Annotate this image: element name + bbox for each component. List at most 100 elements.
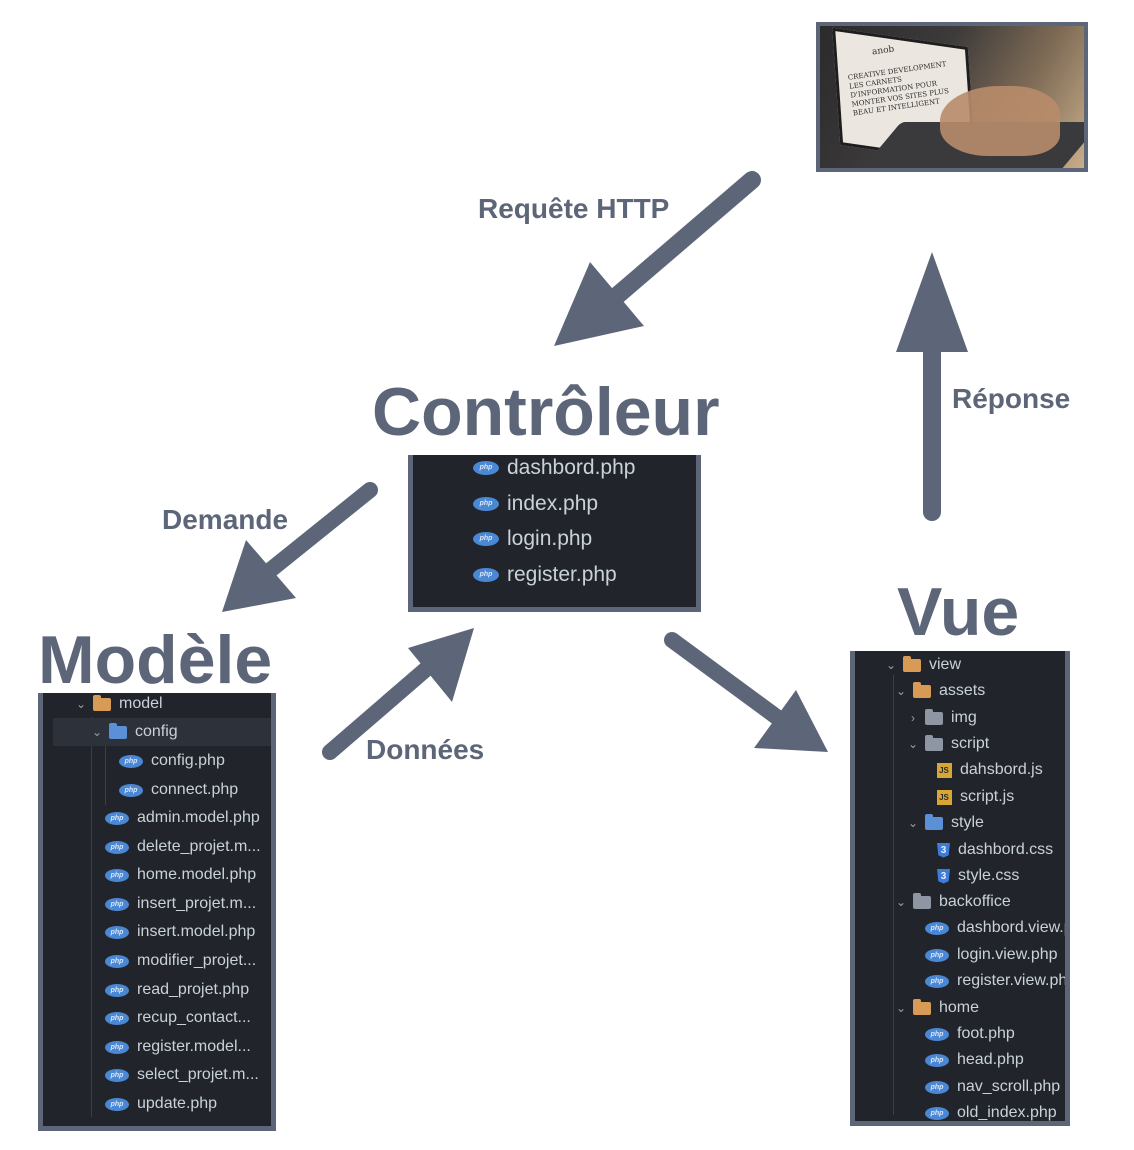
js-icon: JS (937, 789, 952, 805)
demande-arrow (222, 482, 378, 612)
vue-heading: Vue (897, 574, 1020, 650)
folder-name: script (951, 735, 990, 752)
file-item[interactable]: php nav_scroll.php (925, 1076, 1060, 1098)
folder-icon (913, 892, 931, 909)
file-item[interactable]: php recup_contact... (105, 1007, 251, 1029)
php-icon: php (473, 497, 499, 511)
tree-folder[interactable]: ⌄ home (895, 997, 979, 1019)
file-item[interactable]: php delete_projet.m... (105, 836, 261, 858)
file-item[interactable]: JS dahsbord.js (937, 759, 1043, 781)
folder-config-icon (109, 722, 127, 739)
file-item[interactable]: php insert.model.php (105, 921, 255, 943)
tree-folder[interactable]: ⌄ view (885, 654, 961, 676)
file-item[interactable]: php foot.php (925, 1023, 1015, 1045)
modele-heading: Modèle (38, 622, 273, 698)
file-item[interactable]: php update.php (105, 1093, 217, 1115)
php-icon: php (105, 1068, 129, 1082)
php-icon: php (925, 921, 949, 935)
folder-name: home (939, 999, 980, 1016)
chevron-down-icon: ⌄ (75, 697, 87, 711)
file-item[interactable]: php register.php (473, 562, 617, 588)
file-name: register.view.php (957, 972, 1070, 989)
demande-label: Demande (162, 504, 289, 535)
file-name: old_index.php (957, 1104, 1057, 1121)
folder-icon (93, 694, 111, 711)
tree-guide (893, 675, 894, 1115)
css-icon: 3 (937, 868, 950, 884)
file-name: home.model.php (137, 866, 257, 883)
modele-file-panel: ⌄ model ⌄ config php config.php php conn… (38, 693, 276, 1131)
php-icon: php (473, 461, 499, 475)
file-item[interactable]: php register.view.php (925, 970, 1070, 992)
php-icon: php (105, 983, 129, 997)
vue-file-panel: ⌄ view ⌄ assets › img ⌄ script JS dahsbo… (850, 651, 1070, 1126)
css-icon: 3 (937, 842, 950, 858)
folder-name: style (951, 814, 984, 831)
file-item[interactable]: 3 style.css (937, 865, 1019, 887)
file-item[interactable]: php insert_projet.m... (105, 893, 256, 915)
file-name: head.php (957, 1051, 1024, 1068)
reponse-label: Réponse (952, 383, 1071, 414)
php-icon: php (105, 925, 129, 939)
file-name: register.php (507, 563, 617, 586)
file-item[interactable]: php config.php (119, 750, 225, 772)
file-name: admin.model.php (137, 809, 260, 826)
file-name: script.js (960, 788, 1015, 805)
chevron-down-icon: ⌄ (907, 816, 919, 830)
tree-folder[interactable]: ⌄ script (907, 733, 989, 755)
file-item[interactable]: php index.php (473, 491, 598, 517)
file-name: modifier_projet... (137, 952, 257, 969)
chevron-down-icon: ⌄ (885, 658, 897, 672)
file-item[interactable]: php login.view.php (925, 944, 1058, 966)
folder-image-icon (925, 708, 943, 725)
file-name: dashbord.php (507, 456, 636, 479)
file-name: insert_projet.m... (137, 895, 257, 912)
file-item[interactable]: 3 dashbord.css (937, 839, 1053, 861)
file-name: update.php (137, 1095, 218, 1112)
tree-folder[interactable]: ⌄ style (907, 812, 984, 834)
file-name: login.view.php (957, 946, 1058, 963)
file-name: foot.php (957, 1025, 1015, 1042)
php-icon: php (105, 840, 129, 854)
file-item[interactable]: php register.model... (105, 1036, 251, 1058)
php-icon: php (925, 1106, 949, 1120)
file-item[interactable]: JS script.js (937, 786, 1014, 808)
folder-name: config (135, 723, 178, 740)
file-item[interactable]: php home.model.php (105, 864, 256, 886)
file-item[interactable]: php old_index.php (925, 1102, 1057, 1121)
file-item[interactable]: php dashbord.php (473, 455, 635, 481)
file-name: style.css (958, 867, 1020, 884)
file-item[interactable]: php login.php (473, 526, 592, 552)
donnees-label: Données (366, 734, 485, 765)
file-item[interactable]: php connect.php (119, 779, 238, 801)
file-item[interactable]: php head.php (925, 1049, 1024, 1071)
chevron-down-icon: ⌄ (895, 684, 907, 698)
php-icon: php (105, 1011, 129, 1025)
chevron-down-icon: ⌄ (895, 895, 907, 909)
file-item[interactable]: php dashbord.view.php (925, 917, 1065, 939)
file-item[interactable]: php read_projet.php (105, 979, 249, 1001)
laptop-photo: anob CREATIVE DEVELOPMENT LES CARNETS D'… (816, 22, 1088, 172)
file-name: select_projet.m... (137, 1066, 259, 1083)
tree-folder[interactable]: ⌄ backoffice (895, 891, 1011, 913)
tree-folder[interactable]: › img (907, 707, 977, 729)
controleur-heading: Contrôleur (372, 374, 720, 450)
tree-folder[interactable]: ⌄ config (53, 718, 271, 746)
file-item[interactable]: php admin.model.php (105, 807, 260, 829)
folder-script-icon (925, 734, 943, 751)
file-item[interactable]: php modifier_projet... (105, 950, 256, 972)
file-item[interactable]: php select_projet.m... (105, 1064, 259, 1086)
php-icon: php (925, 948, 949, 962)
donnees-arrow (322, 628, 474, 760)
tree-guide (105, 745, 106, 805)
folder-name: view (929, 656, 962, 673)
php-icon: php (119, 754, 143, 768)
file-name: config.php (151, 752, 225, 769)
tree-folder[interactable]: ⌄ assets (895, 680, 985, 702)
file-name: dashbord.css (958, 841, 1054, 858)
tree-folder[interactable]: ⌄ model (75, 693, 163, 715)
php-icon: php (105, 1040, 129, 1054)
file-name: dahsbord.js (960, 761, 1043, 778)
php-icon: php (105, 811, 129, 825)
